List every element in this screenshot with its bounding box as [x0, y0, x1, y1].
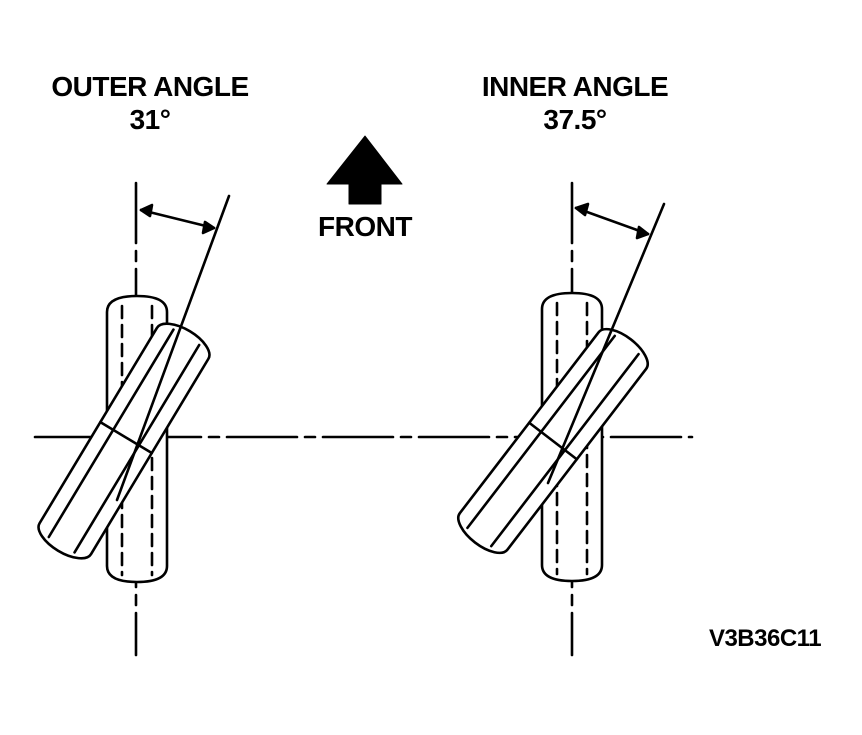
outer-angle-line — [115, 194, 231, 502]
outer-wheel-group — [37, 194, 231, 584]
inner-angle-title: INNER ANGLE — [481, 71, 669, 102]
inner-wheel-group — [457, 202, 666, 583]
outer-angle-value: 31° — [129, 104, 171, 135]
front-label: FRONT — [318, 211, 412, 242]
front-arrow-icon — [326, 135, 403, 205]
inner-turned-wheel — [457, 327, 649, 555]
inner-angle-line — [546, 202, 666, 485]
inner-angle-arrow — [574, 202, 650, 240]
figure-code: V3B36C11 — [708, 625, 822, 652]
inner-angle-value: 37.5° — [543, 104, 607, 135]
outer-angle-arrow — [139, 203, 216, 235]
outer-angle-title: OUTER ANGLE — [51, 71, 249, 102]
